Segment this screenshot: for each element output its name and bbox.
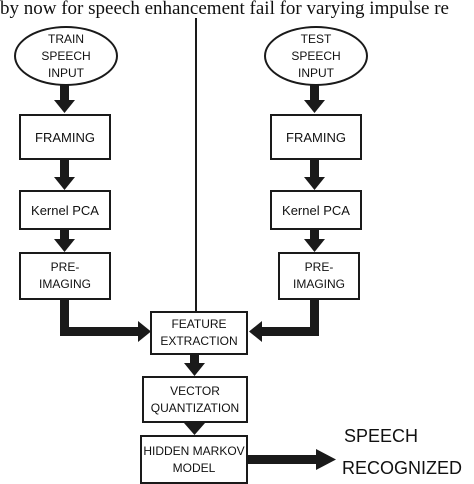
left-preimaging-line-1: PRE- (50, 260, 80, 274)
arrow-right-framing-to-kpca (304, 160, 325, 190)
right-kpca-label: Kernel PCA (282, 202, 350, 218)
hidden-markov-model-box: HIDDEN MARKOV MODEL (140, 435, 248, 484)
arrow-left-preimaging-to-feature (60, 300, 151, 342)
hmm-line-2: MODEL (172, 460, 216, 475)
feature-extraction-line-2: EXTRACTION (160, 334, 238, 348)
left-preimaging-box: PRE- IMAGING (19, 252, 111, 300)
result-line-2: RECOGNIZED (342, 458, 463, 478)
vq-line-2: QUANTIZATION (150, 400, 240, 415)
arrow-left-kpca-to-preimaging (54, 229, 75, 252)
train-input-line-3: INPUT (48, 65, 84, 80)
arrow-right-preimaging-to-feature (249, 300, 319, 342)
left-preimaging-line-2: IMAGING (38, 277, 91, 291)
vq-line-1: VECTOR (170, 383, 220, 398)
train-input-line-2: SPEECH (41, 48, 91, 63)
test-input-line-2: SPEECH (291, 48, 341, 63)
right-preimaging-line-2: IMAGING (292, 277, 345, 291)
arrow-right-kpca-to-preimaging (304, 229, 325, 252)
test-input-line-1: TEST (300, 31, 332, 46)
arrow-vq-to-hmm (184, 423, 205, 435)
test-input-line-3: INPUT (298, 65, 334, 80)
result-line-1: SPEECH (344, 426, 419, 446)
right-framing-box: FRAMING (270, 114, 362, 160)
train-speech-input: TRAIN SPEECH INPUT (14, 26, 118, 86)
right-preimaging-box: PRE- IMAGING (278, 252, 360, 300)
right-framing-label: FRAMING (286, 129, 346, 145)
arrow-test-input-to-framing (304, 82, 325, 113)
hmm-line-1: HIDDEN MARKOV (143, 443, 245, 458)
arrow-left-framing-to-kpca (54, 160, 75, 190)
train-input-line-1: TRAIN (48, 31, 84, 46)
arrow-train-input-to-framing (54, 82, 75, 113)
feature-extraction-line-1: FEATURE (171, 317, 227, 331)
arrow-feature-to-vq (184, 355, 205, 376)
left-framing-label: FRAMING (35, 129, 95, 145)
left-framing-box: FRAMING (19, 114, 111, 160)
speech-recognized-label: SPEECH RECOGNIZED (342, 424, 463, 480)
test-speech-input: TEST SPEECH INPUT (264, 26, 368, 86)
feature-extraction-box: FEATURE EXTRACTION (150, 311, 248, 355)
vector-quantization-box: VECTOR QUANTIZATION (142, 376, 248, 423)
caption-fragment: by now for speech enhancement fail for v… (0, 0, 449, 19)
right-kernel-pca-box: Kernel PCA (270, 190, 362, 230)
right-preimaging-line-1: PRE- (304, 260, 334, 274)
arrow-hmm-to-result (248, 449, 336, 470)
left-kpca-label: Kernel PCA (31, 202, 99, 218)
left-kernel-pca-box: Kernel PCA (19, 190, 111, 230)
